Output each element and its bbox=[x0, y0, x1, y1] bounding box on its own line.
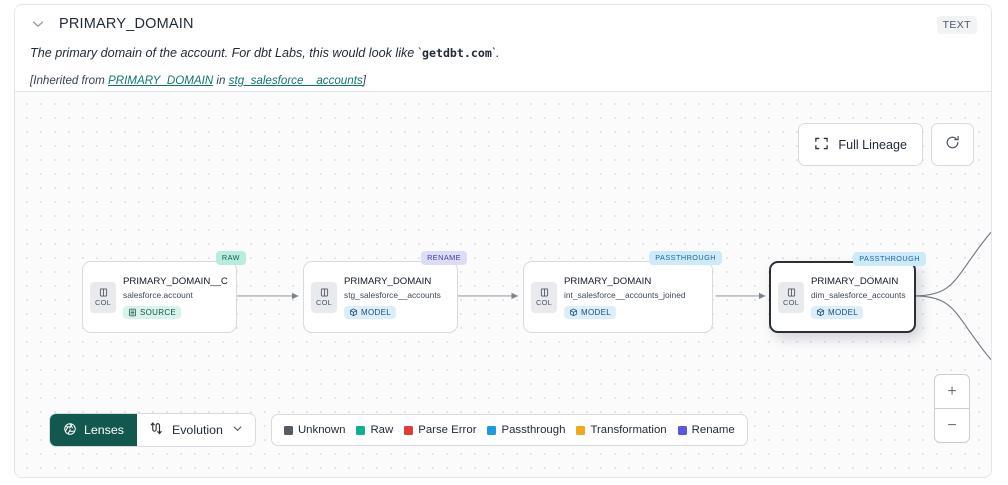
column-chip: COL bbox=[531, 281, 557, 313]
full-lineage-label: Full Lineage bbox=[838, 137, 907, 152]
legend-item: Rename bbox=[677, 424, 735, 436]
node-type-badge: MODEL bbox=[344, 305, 396, 319]
canvas-bottom-bar: Lenses Evolution bbox=[49, 413, 748, 447]
chevron-down-icon bbox=[231, 422, 244, 438]
node-type-badge: MODEL bbox=[811, 305, 863, 319]
legend-swatch bbox=[356, 425, 366, 435]
legend-swatch bbox=[576, 425, 586, 435]
lenses-button[interactable]: Lenses bbox=[50, 414, 137, 446]
lenses-label: Lenses bbox=[84, 423, 124, 437]
model-icon bbox=[816, 308, 825, 316]
evolution-icon bbox=[149, 421, 164, 439]
legend-label: Unknown bbox=[297, 424, 346, 436]
node-tag: PASSTHROUGH bbox=[853, 252, 926, 266]
legend-swatch bbox=[487, 425, 497, 435]
model-icon bbox=[569, 308, 578, 316]
zoom-controls: + − bbox=[934, 374, 970, 443]
legend-label: Raw bbox=[370, 424, 394, 436]
column-chip: COL bbox=[90, 281, 116, 313]
header-title-row: PRIMARY_DOMAIN bbox=[29, 15, 194, 33]
full-lineage-button[interactable]: Full Lineage bbox=[798, 123, 923, 166]
legend-label: Rename bbox=[691, 424, 735, 436]
column-chip-label: COL bbox=[315, 298, 333, 307]
legend-item: Parse Error bbox=[404, 424, 476, 436]
node-table-name: dim_salesforce_accounts bbox=[811, 289, 906, 300]
column-chip-label: COL bbox=[94, 298, 112, 307]
canvas-toolbar: Full Lineage bbox=[798, 123, 974, 166]
source-icon bbox=[129, 308, 136, 316]
node-tag: PASSTHROUGH bbox=[649, 251, 722, 265]
chevron-down-icon[interactable] bbox=[29, 15, 47, 33]
node-type-badge-label: MODEL bbox=[581, 307, 611, 317]
column-chip-label: COL bbox=[535, 298, 553, 307]
model-icon bbox=[349, 308, 358, 316]
zoom-out-button[interactable]: − bbox=[947, 416, 957, 434]
node-type-badge-label: MODEL bbox=[361, 307, 391, 317]
inherited-suffix: ] bbox=[362, 74, 366, 87]
panel-header: PRIMARY_DOMAIN TEXT The primary domain o… bbox=[15, 5, 991, 92]
node-column-name: PRIMARY_DOMAIN__C bbox=[123, 275, 228, 287]
lineage-node-selected[interactable]: PASSTHROUGH COL PRIMARY_DOMAIN dim_sales… bbox=[769, 252, 926, 333]
node-type-badge-label: SOURCE bbox=[140, 307, 177, 317]
node-table-name: stg_salesforce__accounts bbox=[344, 289, 441, 300]
node-column-name: PRIMARY_DOMAIN bbox=[811, 275, 899, 287]
node-table-name: salesforce.account bbox=[123, 289, 193, 300]
refresh-button[interactable] bbox=[931, 123, 974, 166]
lenses-group: Lenses Evolution bbox=[49, 413, 256, 447]
legend-item: Passthrough bbox=[487, 424, 565, 436]
legend-label: Transformation bbox=[590, 424, 667, 436]
legend-item: Transformation bbox=[576, 424, 667, 436]
legend-item: Unknown bbox=[283, 424, 346, 436]
lineage-canvas[interactable]: RAW COL PRIMARY_DOMAIN__C salesforce.acc… bbox=[15, 92, 991, 477]
lineage-node[interactable]: RENAME COL PRIMARY_DOMAIN stg_salesforce… bbox=[303, 251, 467, 333]
type-badge: TEXT bbox=[936, 16, 977, 34]
expand-icon bbox=[814, 136, 829, 154]
description-prefix: The primary domain of the account. For d… bbox=[30, 46, 422, 60]
node-column-name: PRIMARY_DOMAIN bbox=[344, 275, 432, 287]
page-title: PRIMARY_DOMAIN bbox=[59, 16, 194, 32]
node-column-name: PRIMARY_DOMAIN bbox=[564, 275, 652, 287]
header-divider bbox=[15, 91, 991, 92]
legend-label: Parse Error bbox=[418, 424, 477, 436]
evolution-dropdown[interactable]: Evolution bbox=[136, 414, 255, 446]
node-tag: RAW bbox=[215, 251, 246, 265]
evolution-label: Evolution bbox=[171, 423, 223, 437]
lineage-node[interactable]: PASSTHROUGH COL PRIMARY_DOMAIN int_sales… bbox=[523, 251, 722, 333]
node-tag: RENAME bbox=[421, 251, 467, 265]
node-type-badge: SOURCE bbox=[123, 305, 182, 319]
lineage-edges bbox=[236, 231, 991, 360]
description-code: getdbt.com bbox=[422, 46, 492, 60]
node-type-badge-label: MODEL bbox=[828, 307, 858, 317]
zoom-controls-divider bbox=[935, 408, 969, 409]
refresh-icon bbox=[944, 134, 961, 156]
node-table-name: int_salesforce__accounts_joined bbox=[564, 289, 686, 300]
description-suffix: `. bbox=[491, 46, 500, 60]
column-chip: COL bbox=[311, 281, 337, 313]
column-description: The primary domain of the account. For d… bbox=[30, 46, 971, 60]
column-lineage-panel: PRIMARY_DOMAIN TEXT The primary domain o… bbox=[14, 4, 992, 478]
node-type-badge: MODEL bbox=[564, 305, 616, 319]
legend-label: Passthrough bbox=[501, 424, 566, 436]
zoom-in-button[interactable]: + bbox=[947, 382, 957, 400]
column-chip-label: COL bbox=[782, 298, 800, 307]
column-chip: COL bbox=[778, 281, 804, 313]
legend-swatch bbox=[404, 425, 414, 435]
inherited-column-link[interactable]: PRIMARY_DOMAIN bbox=[107, 74, 214, 87]
legend-swatch bbox=[283, 425, 293, 435]
legend-item: Raw bbox=[356, 424, 393, 436]
lineage-node[interactable]: RAW COL PRIMARY_DOMAIN__C salesforce.acc… bbox=[82, 251, 246, 333]
inherited-model-link[interactable]: stg_salesforce__accounts bbox=[228, 74, 363, 87]
aperture-icon bbox=[63, 422, 77, 439]
inherited-mid: in bbox=[213, 74, 229, 87]
inherited-prefix: [Inherited from bbox=[30, 74, 108, 87]
inherited-note: [Inherited from PRIMARY_DOMAIN in stg_sa… bbox=[30, 74, 366, 87]
lineage-legend: Unknown Raw Parse Error Passthrough Tran… bbox=[270, 414, 748, 446]
legend-swatch bbox=[677, 425, 687, 435]
